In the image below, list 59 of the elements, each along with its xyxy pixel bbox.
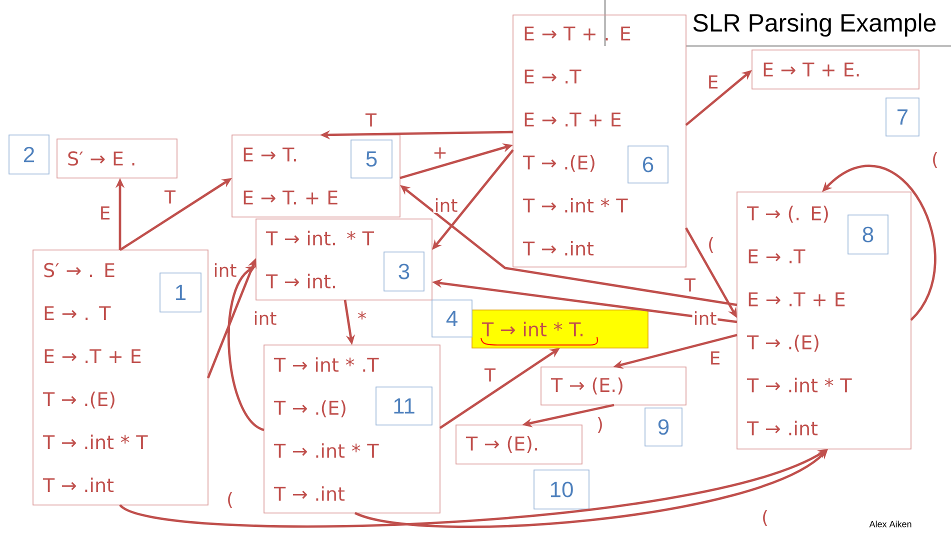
node-label: E → .T + E [524,112,621,126]
state-number: 1 [160,272,202,312]
node-label: E → .T + E [44,349,141,364]
edge-label: T [364,112,378,128]
state-box: T → (E.) [540,366,686,406]
state-number: 2 [8,134,50,174]
edge-label: T [484,367,496,383]
author-name: Alex Aiken [869,520,912,528]
node-label: T → .(E) [522,155,594,172]
edge-label: + [431,146,449,160]
node-label: S′ → . E [44,262,114,278]
edge-label: ( [706,236,716,254]
edge-label: E [98,205,112,221]
state-box: T → (E). [456,424,582,464]
node-label: T → (. E) [746,206,828,223]
state-number: 6 [628,146,668,184]
edge-label: E [706,74,720,90]
edge-label: E [708,350,722,366]
edge-label: int [433,197,459,213]
state-number: 9 [644,408,682,446]
edge-label: int [692,310,718,326]
node-label: T → .int [746,420,818,436]
edge-label: int [252,310,278,326]
edge-label: int [212,262,238,278]
node-label: E → .T [748,249,806,264]
edge-label: ) [596,416,605,434]
arrow [228,266,265,432]
node-label: T → .int [522,240,594,256]
node-label: T → .int * T [274,443,379,458]
node-label: T → .int * T [522,198,628,212]
edge-label: * [356,310,368,326]
state-box: S′ → E . [56,138,178,178]
node-label: E → .T + E [748,292,845,306]
node-label: E → .T [524,70,582,84]
node-label: E → . T [44,306,111,320]
highlighted-state-box: T → int * T. [472,310,648,348]
node-label: T → .(E) [42,392,114,409]
node-label: T → .int [274,486,345,501]
edge-label: T [164,189,176,205]
state-box: E → T + E. [752,50,920,90]
node-label: T → .(E) [746,334,818,352]
state-number: 4 [432,300,472,338]
edge-label: ( [760,508,770,527]
title: SLR Parsing Example [693,13,936,37]
state-number: 10 [534,470,590,510]
state-number: 3 [384,252,424,292]
node-label: T → .(E) [274,400,346,418]
edge-label: ( [226,490,235,509]
node-label: E → T + . E [524,26,630,40]
state-number: 11 [376,386,432,426]
state-number: 8 [848,214,888,254]
state-number: 5 [350,140,392,178]
node-label: T → .int * T [42,434,148,450]
edge-label: ( [930,150,940,169]
node-label: T → int * .T [274,357,379,372]
edge-label: T [684,277,696,293]
node-label: T → .int [42,478,114,492]
node-label: T → .int * T [746,378,852,392]
state-number: 7 [886,98,920,136]
